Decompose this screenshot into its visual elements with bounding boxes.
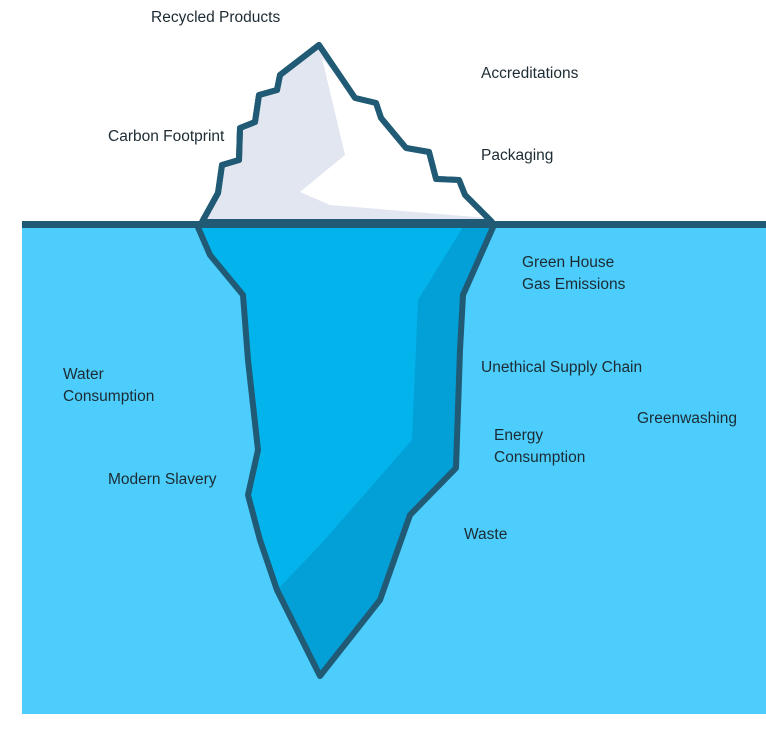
label-accreditations: Accreditations	[481, 65, 579, 82]
label-water-consumption: Water Consumption	[63, 364, 154, 408]
label-line: Green House	[522, 254, 615, 271]
label-packaging: Packaging	[481, 147, 554, 164]
label-line: Water	[63, 366, 104, 383]
label-waste: Waste	[464, 526, 508, 543]
label-line: Gas Emissions	[522, 276, 626, 293]
waterline	[22, 221, 766, 228]
label-line: Energy	[494, 427, 544, 444]
label-energy-consumption: Energy Consumption	[494, 425, 585, 469]
label-recycled-products: Recycled Products	[151, 9, 281, 26]
label-greenwashing: Greenwashing	[637, 410, 737, 427]
label-carbon-footprint: Carbon Footprint	[108, 128, 225, 145]
label-green-house-gas-emissions: Green House Gas Emissions	[522, 252, 625, 296]
label-line: Consumption	[494, 449, 586, 466]
label-modern-slavery: Modern Slavery	[108, 471, 217, 488]
iceberg-underwater-shadow	[277, 225, 494, 676]
label-line: Consumption	[63, 388, 155, 405]
label-unethical-supply-chain: Unethical Supply Chain	[481, 359, 643, 376]
iceberg-underwater-outline	[194, 223, 497, 679]
iceberg-tip-outline	[199, 42, 495, 225]
